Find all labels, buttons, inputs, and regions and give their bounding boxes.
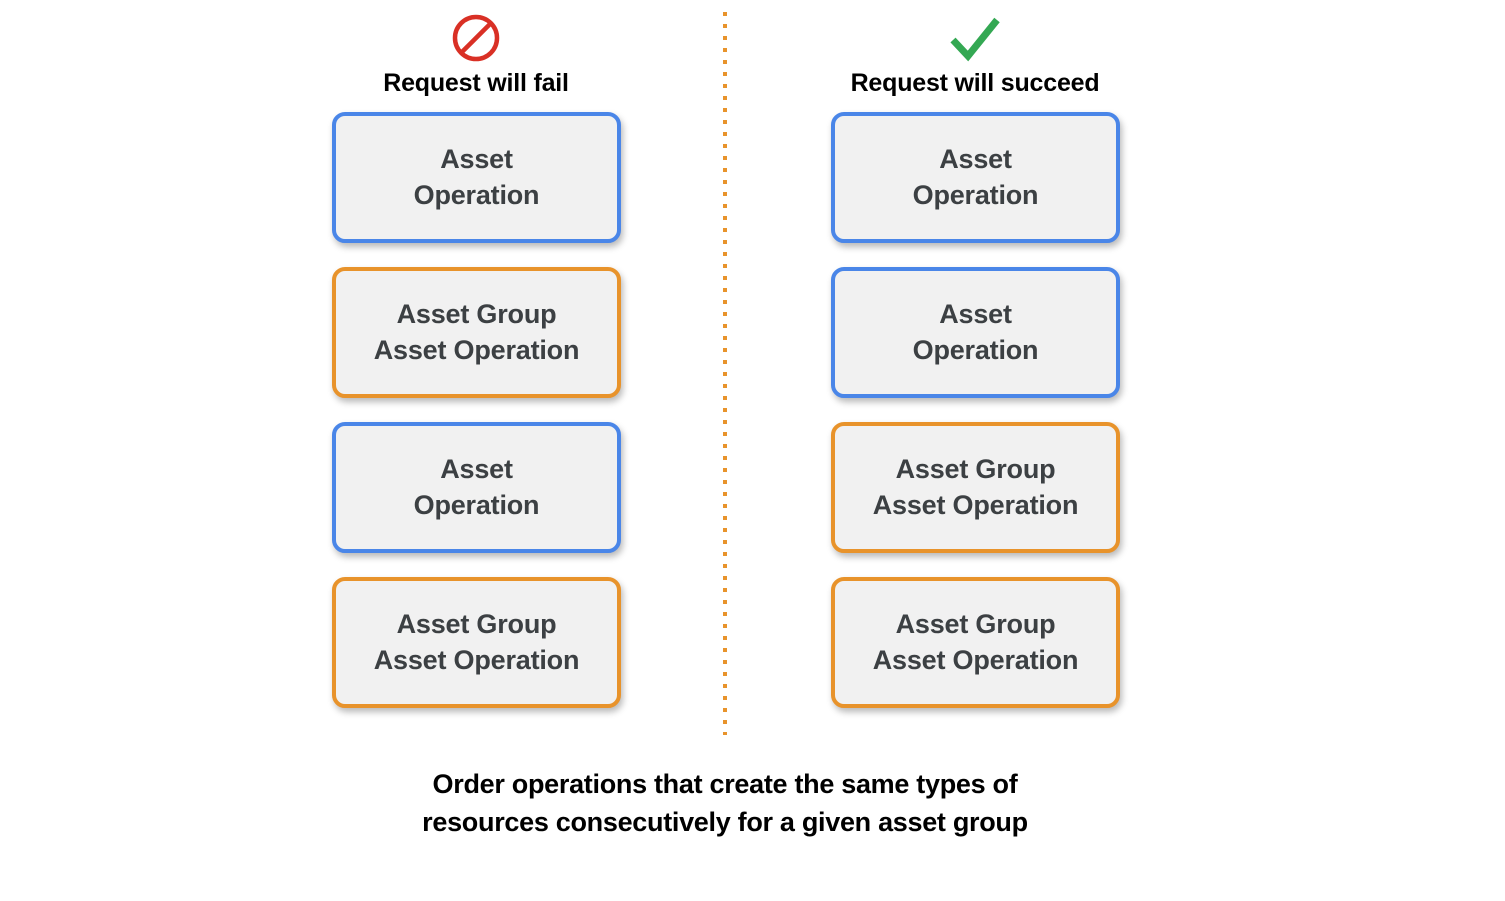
node-line-1: Asset Group (396, 608, 557, 639)
node-asset-operation[interactable]: Asset Operation (831, 112, 1120, 243)
node-line-2: Asset Operation (373, 644, 580, 675)
node-line-2: Operation (413, 179, 540, 210)
node-line-1: Asset (440, 453, 513, 484)
diagram-caption: Order operations that create the same ty… (0, 765, 1450, 842)
node-line-2: Asset Operation (872, 489, 1079, 520)
column-succeed-node-stack: Asset Operation Asset Operation Asset Gr… (831, 112, 1120, 732)
node-line-2: Operation (912, 334, 1039, 365)
node-line-1: Asset (939, 143, 1012, 174)
node-line-2: Asset Operation (373, 334, 580, 365)
caption-line-2: resources consecutively for a given asse… (422, 807, 1028, 838)
node-line-1: Asset Group (895, 608, 1056, 639)
node-asset-group-asset-operation[interactable]: Asset Group Asset Operation (332, 577, 621, 708)
column-succeed-header: Request will succeed (760, 12, 1190, 98)
node-line-2: Operation (413, 489, 540, 520)
node-line-2: Asset Operation (872, 644, 1079, 675)
column-succeed-title: Request will succeed (850, 69, 1100, 97)
node-asset-operation[interactable]: Asset Operation (831, 267, 1120, 398)
node-line-1: Asset Group (396, 298, 557, 329)
checkmark-icon (760, 12, 1190, 64)
node-asset-operation[interactable]: Asset Operation (332, 112, 621, 243)
column-fail-header: Request will fail (261, 12, 691, 98)
prohibition-icon (261, 12, 691, 64)
node-asset-operation[interactable]: Asset Operation (332, 422, 621, 553)
node-asset-group-asset-operation[interactable]: Asset Group Asset Operation (831, 577, 1120, 708)
column-fail-node-stack: Asset Operation Asset Group Asset Operat… (332, 112, 621, 732)
node-asset-group-asset-operation[interactable]: Asset Group Asset Operation (831, 422, 1120, 553)
node-asset-group-asset-operation[interactable]: Asset Group Asset Operation (332, 267, 621, 398)
node-line-1: Asset (939, 298, 1012, 329)
node-line-1: Asset Group (895, 453, 1056, 484)
caption-line-1: Order operations that create the same ty… (432, 769, 1018, 799)
column-divider (723, 12, 727, 735)
node-line-2: Operation (912, 179, 1039, 210)
column-fail-title: Request will fail (383, 69, 569, 97)
node-line-1: Asset (440, 143, 513, 174)
